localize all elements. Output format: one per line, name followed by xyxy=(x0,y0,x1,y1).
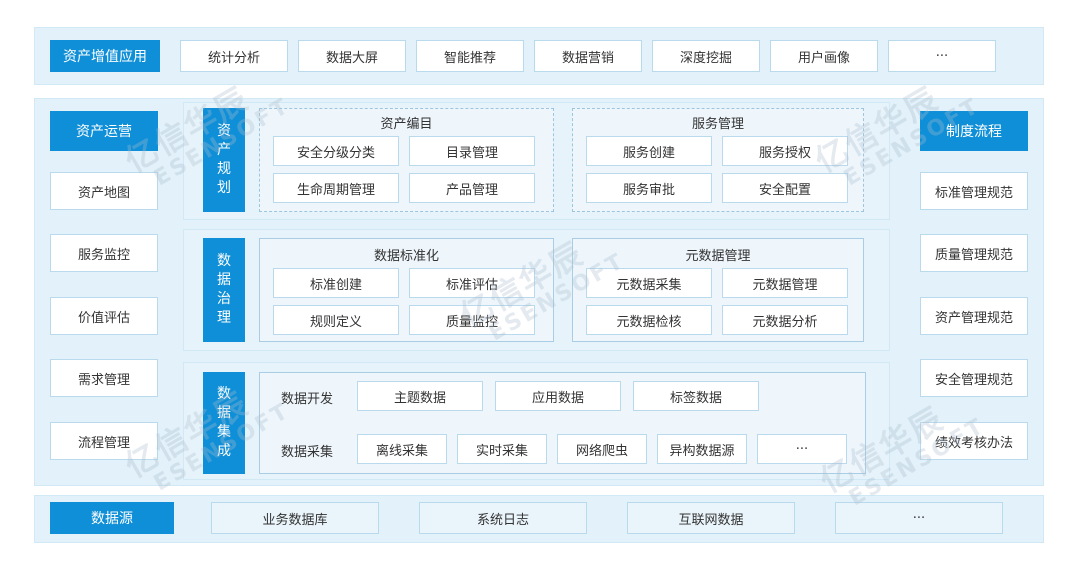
datasource-title: 数据源 xyxy=(50,502,174,534)
standard-item-quality-monitor[interactable]: 质量监控 xyxy=(409,305,535,335)
service-item-create[interactable]: 服务创建 xyxy=(586,136,712,166)
catalog-item-lifecycle[interactable]: 生命周期管理 xyxy=(273,173,399,203)
service-item-security-config[interactable]: 安全配置 xyxy=(722,173,848,203)
planning-title: 资产规划 xyxy=(203,108,245,212)
app-item-marketing[interactable]: 数据营销 xyxy=(534,40,642,72)
app-layer-title: 资产增值应用 xyxy=(50,40,160,72)
app-item-mining[interactable]: 深度挖掘 xyxy=(652,40,760,72)
source-item-more[interactable]: ··· xyxy=(835,502,1003,534)
service-item-authorize[interactable]: 服务授权 xyxy=(722,136,848,166)
op-item-demand-management[interactable]: 需求管理 xyxy=(50,359,158,397)
policy-item-security[interactable]: 安全管理规范 xyxy=(920,359,1028,397)
collect-item-offline[interactable]: 离线采集 xyxy=(357,434,447,464)
catalog-item-product[interactable]: 产品管理 xyxy=(409,173,535,203)
op-item-service-monitor[interactable]: 服务监控 xyxy=(50,234,158,272)
governance-title: 数据治理 xyxy=(203,238,245,342)
source-item-internet[interactable]: 互联网数据 xyxy=(627,502,795,534)
policy-item-quality[interactable]: 质量管理规范 xyxy=(920,234,1028,272)
collect-item-heterogeneous[interactable]: 异构数据源 xyxy=(657,434,747,464)
metadata-title: 元数据管理 xyxy=(685,249,751,264)
dev-label: 数据开发 xyxy=(281,392,334,407)
policy-title: 制度流程 xyxy=(920,111,1028,151)
collect-item-realtime[interactable]: 实时采集 xyxy=(457,434,547,464)
operation-title: 资产运营 xyxy=(50,111,158,151)
dev-item-subject[interactable]: 主题数据 xyxy=(357,381,483,411)
metadata-item-analyze[interactable]: 元数据分析 xyxy=(722,305,848,335)
catalog-title: 资产编目 xyxy=(380,117,433,132)
standard-title: 数据标准化 xyxy=(373,249,439,264)
integration-title: 数据集成 xyxy=(203,372,245,474)
policy-item-asset[interactable]: 资产管理规范 xyxy=(920,297,1028,335)
dev-item-application[interactable]: 应用数据 xyxy=(495,381,621,411)
collect-item-more[interactable]: ··· xyxy=(757,434,847,464)
op-item-value-assessment[interactable]: 价值评估 xyxy=(50,297,158,335)
op-item-asset-map[interactable]: 资产地图 xyxy=(50,172,158,210)
app-item-portrait[interactable]: 用户画像 xyxy=(770,40,878,72)
dev-item-tag[interactable]: 标签数据 xyxy=(633,381,759,411)
app-item-recommend[interactable]: 智能推荐 xyxy=(416,40,524,72)
source-item-system-log[interactable]: 系统日志 xyxy=(419,502,587,534)
service-title: 服务管理 xyxy=(691,117,744,132)
collect-item-crawler[interactable]: 网络爬虫 xyxy=(557,434,647,464)
metadata-item-check[interactable]: 元数据检核 xyxy=(586,305,712,335)
service-item-approve[interactable]: 服务审批 xyxy=(586,173,712,203)
policy-item-performance[interactable]: 绩效考核办法 xyxy=(920,422,1028,460)
catalog-item-directory[interactable]: 目录管理 xyxy=(409,136,535,166)
metadata-item-manage[interactable]: 元数据管理 xyxy=(722,268,848,298)
app-item-bigscreen[interactable]: 数据大屏 xyxy=(298,40,406,72)
catalog-item-security-class[interactable]: 安全分级分类 xyxy=(273,136,399,166)
metadata-item-collect[interactable]: 元数据采集 xyxy=(586,268,712,298)
app-item-more[interactable]: ··· xyxy=(888,40,996,72)
collect-label: 数据采集 xyxy=(281,445,334,460)
standard-item-rules[interactable]: 规则定义 xyxy=(273,305,399,335)
policy-item-standard[interactable]: 标准管理规范 xyxy=(920,172,1028,210)
standard-item-create[interactable]: 标准创建 xyxy=(273,268,399,298)
op-item-process-management[interactable]: 流程管理 xyxy=(50,422,158,460)
source-item-business-db[interactable]: 业务数据库 xyxy=(211,502,379,534)
standard-item-evaluate[interactable]: 标准评估 xyxy=(409,268,535,298)
app-item-stats[interactable]: 统计分析 xyxy=(180,40,288,72)
